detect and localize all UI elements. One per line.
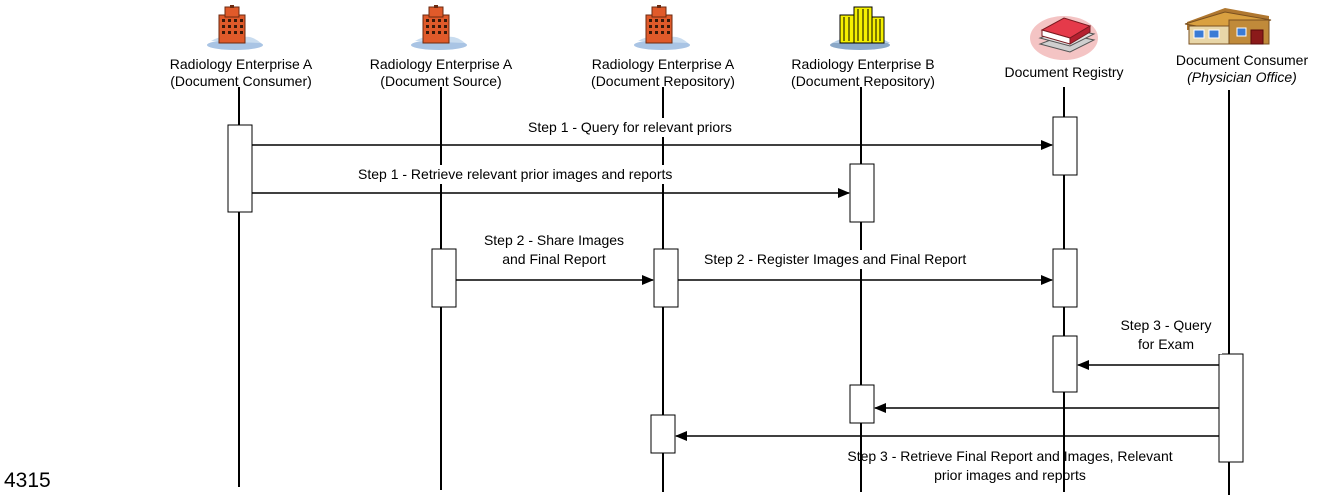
message-label-step3-retrieve: Step 3 - Retrieve Final Report and Image…: [804, 447, 1216, 485]
lifelines: [238, 87, 1230, 495]
message-label-step2-register: Step 2 - Register Images and Final Repor…: [704, 250, 967, 269]
activation-registry-step1: [1052, 116, 1078, 176]
actor-role: (Document Repository): [791, 73, 935, 89]
actor-label-consumer-physician: Document Consumer (Physician Office): [1170, 52, 1314, 86]
actor-title: Radiology Enterprise A: [369, 56, 513, 72]
actor-label-consumer-a: Radiology Enterprise A (Document Consume…: [156, 56, 326, 90]
actor-label-registry: Document Registry: [984, 64, 1144, 81]
actor-title: Radiology Enterprise A: [169, 56, 313, 72]
house-icon: [1184, 8, 1272, 45]
actor-role: (Document Consumer): [170, 73, 312, 89]
message-line: for Exam: [1137, 336, 1194, 352]
message-label-step1-query: Step 1 - Query for relevant priors: [528, 118, 732, 137]
activation-registry-step2: [1052, 248, 1078, 308]
actor-title: Radiology Enterprise A: [591, 56, 735, 72]
line-number: 4315: [4, 469, 51, 492]
message-line: and Final Report: [502, 251, 606, 267]
message-arrows: [252, 140, 1219, 441]
message-label-step2-share: Step 2 - Share Images and Final Report: [462, 231, 646, 269]
activation-consumer-a: [227, 124, 253, 213]
red-building-icon: [411, 5, 467, 50]
yellow-building-icon: [830, 6, 890, 50]
actor-label-repository-a: Radiology Enterprise A (Document Reposit…: [568, 56, 758, 90]
book-stack-icon: [1030, 16, 1098, 60]
actor-role: (Document Source): [380, 73, 502, 89]
activation-registry-step3: [1052, 335, 1078, 393]
message-label-step3-query: Step 3 - Query for Exam: [1110, 316, 1222, 354]
activation-repository-a-step3: [650, 414, 676, 454]
actor-label-repository-b: Radiology Enterprise B (Document Reposit…: [768, 56, 958, 90]
red-building-icon: [207, 5, 263, 50]
message-line: Step 2 - Share Images: [483, 232, 625, 248]
activation-source-a-step2: [431, 248, 457, 308]
message-line: prior images and reports: [934, 467, 1086, 483]
red-building-icon: [634, 5, 690, 50]
actor-title: Document Registry: [1004, 64, 1124, 80]
message-line: Step 3 - Query: [1120, 317, 1212, 333]
actor-role: (Document Repository): [591, 73, 735, 89]
activation-repository-a-step2: [653, 248, 679, 308]
activations: [227, 116, 1244, 463]
actor-label-source-a: Radiology Enterprise A (Document Source): [356, 56, 526, 90]
message-line: Step 3 - Retrieve Final Report and Image…: [847, 448, 1173, 464]
actor-role: (Physician Office): [1187, 69, 1297, 85]
message-label-step1-retrieve: Step 1 - Retrieve relevant prior images …: [358, 165, 673, 184]
actor-title: Radiology Enterprise B: [791, 56, 935, 72]
activation-repository-b-step1: [849, 163, 875, 223]
activation-repository-b-step3: [849, 384, 875, 424]
actor-title: Document Consumer: [1175, 52, 1309, 68]
activation-consumer-physician: [1218, 353, 1244, 463]
